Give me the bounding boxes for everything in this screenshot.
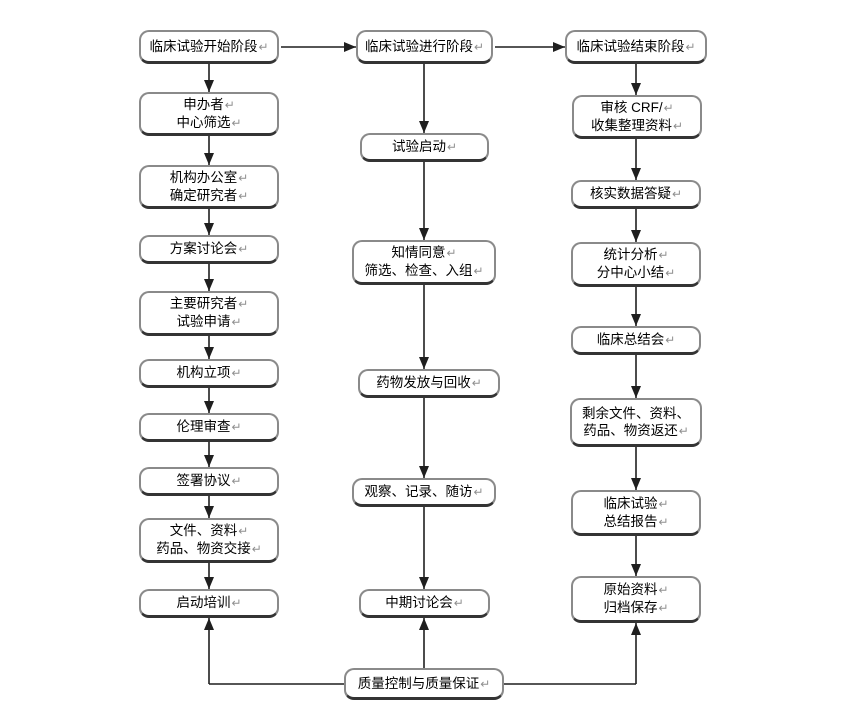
box-text: 方案讨论会 [169,241,238,256]
return-mark: ↵ [480,676,491,691]
box-text: 归档保存 [603,600,658,615]
flow-box-clinical-trial-ongoing-phase: 临床试验进行阶段↵ [356,30,493,64]
box-text: 试验启动 [391,139,446,154]
flow-box-clinical-trial-summary-report: 临床试验↵ 总结报告↵ [571,490,701,536]
flow-box-interim-discussion-meeting: 中期讨论会↵ [359,589,490,618]
box-text: 启动培训 [176,595,231,610]
return-mark: ↵ [665,333,676,347]
return-mark: ↵ [678,423,689,438]
box-text: 试验申请 [176,314,231,329]
flow-box-data-verification-queries: 核实数据答疑↵ [571,180,701,209]
return-mark: ↵ [231,474,242,488]
flow-box-clinical-summary-meeting: 临床总结会↵ [571,326,701,355]
box-text: 质量控制与质量保证 [357,675,480,691]
return-mark: ↵ [231,366,242,380]
box-text: 知情同意 [391,245,446,260]
return-mark: ↵ [473,485,484,499]
box-text: 分中心小结 [596,265,665,280]
return-mark: ↵ [453,596,464,610]
return-mark: ↵ [658,248,669,262]
flow-box-protocol-discussion-meeting: 方案讨论会↵ [139,235,279,264]
return-mark: ↵ [685,39,696,54]
flow-box-clinical-trial-start-phase: 临床试验开始阶段↵ [139,30,279,64]
box-text: 临床试验进行阶段 [364,38,473,54]
box-text: 申办者 [183,96,224,112]
flow-box-sign-agreement: 签署协议↵ [139,467,279,496]
box-text: 临床试验 [603,495,658,511]
box-text: 文件、资料 [169,523,238,538]
box-text: 收集整理资料 [590,117,672,133]
return-mark: ↵ [251,542,262,556]
flow-box-crf-review-data-collection: 审核 CRF/↵ 收集整理资料↵ [572,95,702,139]
flow-box-quality-control-quality-assurance: 质量控制与质量保证↵ [344,668,504,700]
return-mark: ↵ [671,187,683,201]
box-text: 统计分析 [603,247,658,262]
flow-box-drug-dispensing-and-retrieval: 药物发放与回收↵ [358,369,500,398]
flow-box-ethics-review: 伦理审查↵ [139,413,279,442]
flow-box-observation-recording-followup: 观察、记录、随访↵ [352,478,496,507]
return-mark: ↵ [231,596,242,610]
return-mark: ↵ [473,264,484,278]
return-mark: ↵ [238,524,249,538]
box-text: 药品、物资交接 [156,541,251,556]
return-mark: ↵ [238,188,249,203]
return-mark: ↵ [446,140,458,154]
box-text: 中心筛选 [176,114,231,130]
return-mark: ↵ [658,583,669,597]
box-text: 临床试验结束阶段 [576,38,685,54]
box-text: 临床总结会 [596,332,665,347]
box-text: 药物发放与回收 [376,375,471,390]
flow-box-trial-initiation: 试验启动↵ [360,133,489,162]
return-mark: ↵ [231,315,242,329]
return-mark: ↵ [672,118,684,133]
box-text: 中期讨论会 [385,595,453,610]
box-text: 伦理审查 [176,419,231,434]
return-mark: ↵ [231,420,242,434]
box-text: 药品、物资返还 [583,422,678,438]
flow-box-source-data-archiving: 原始资料↵ 归档保存↵ [571,576,701,623]
flow-box-documents-drugs-supplies-handover: 文件、资料↵ 药品、物资交接↵ [139,518,279,563]
return-mark: ↵ [258,39,269,54]
flow-box-clinical-trial-end-phase: 临床试验结束阶段↵ [565,30,707,64]
return-mark: ↵ [238,170,249,185]
flow-box-institution-office-confirm-investigator: 机构办公室↵ 确定研究者↵ [139,165,279,209]
box-text: 确定研究者 [169,187,238,203]
box-text: 剩余文件、资料、 [582,405,690,421]
return-mark: ↵ [658,601,669,615]
flow-box-statistical-analysis-subcenter-summary: 统计分析↵ 分中心小结↵ [571,242,701,287]
return-mark: ↵ [231,115,242,130]
return-mark: ↵ [238,242,249,256]
flow-box-initiation-training: 启动培训↵ [139,589,279,618]
flow-box-institution-project-approval: 机构立项↵ [139,359,279,388]
return-mark: ↵ [663,100,674,115]
flow-box-informed-consent-screening-enrollment: 知情同意↵ 筛选、检查、入组↵ [352,240,496,285]
box-text: 主要研究者 [169,296,238,311]
box-text: 签署协议 [176,473,231,488]
box-text: 总结报告 [603,513,658,529]
return-mark: ↵ [446,246,457,260]
return-mark: ↵ [658,496,669,511]
box-text: 观察、记录、随访 [364,484,473,499]
return-mark: ↵ [224,97,235,112]
box-text: 机构办公室 [169,169,238,185]
return-mark: ↵ [471,376,482,390]
flow-box-principal-investigator-trial-application: 主要研究者↵ 试验申请↵ [139,291,279,336]
return-mark: ↵ [238,297,249,311]
box-text: 机构立项 [176,365,231,380]
box-text: 临床试验开始阶段 [149,38,258,54]
flow-box-remaining-items-return: 剩余文件、资料、 药品、物资返还↵ [570,398,702,447]
return-mark: ↵ [473,39,485,54]
flow-box-sponsor-center-screening: 申办者↵ 中心筛选↵ [139,92,279,136]
return-mark: ↵ [658,514,669,529]
box-text: 审核 CRF/ [600,99,663,115]
box-text: 核实数据答疑 [589,186,671,201]
return-mark: ↵ [665,266,676,280]
box-text: 筛选、检查、入组 [364,263,473,278]
box-text: 原始资料 [603,582,658,597]
